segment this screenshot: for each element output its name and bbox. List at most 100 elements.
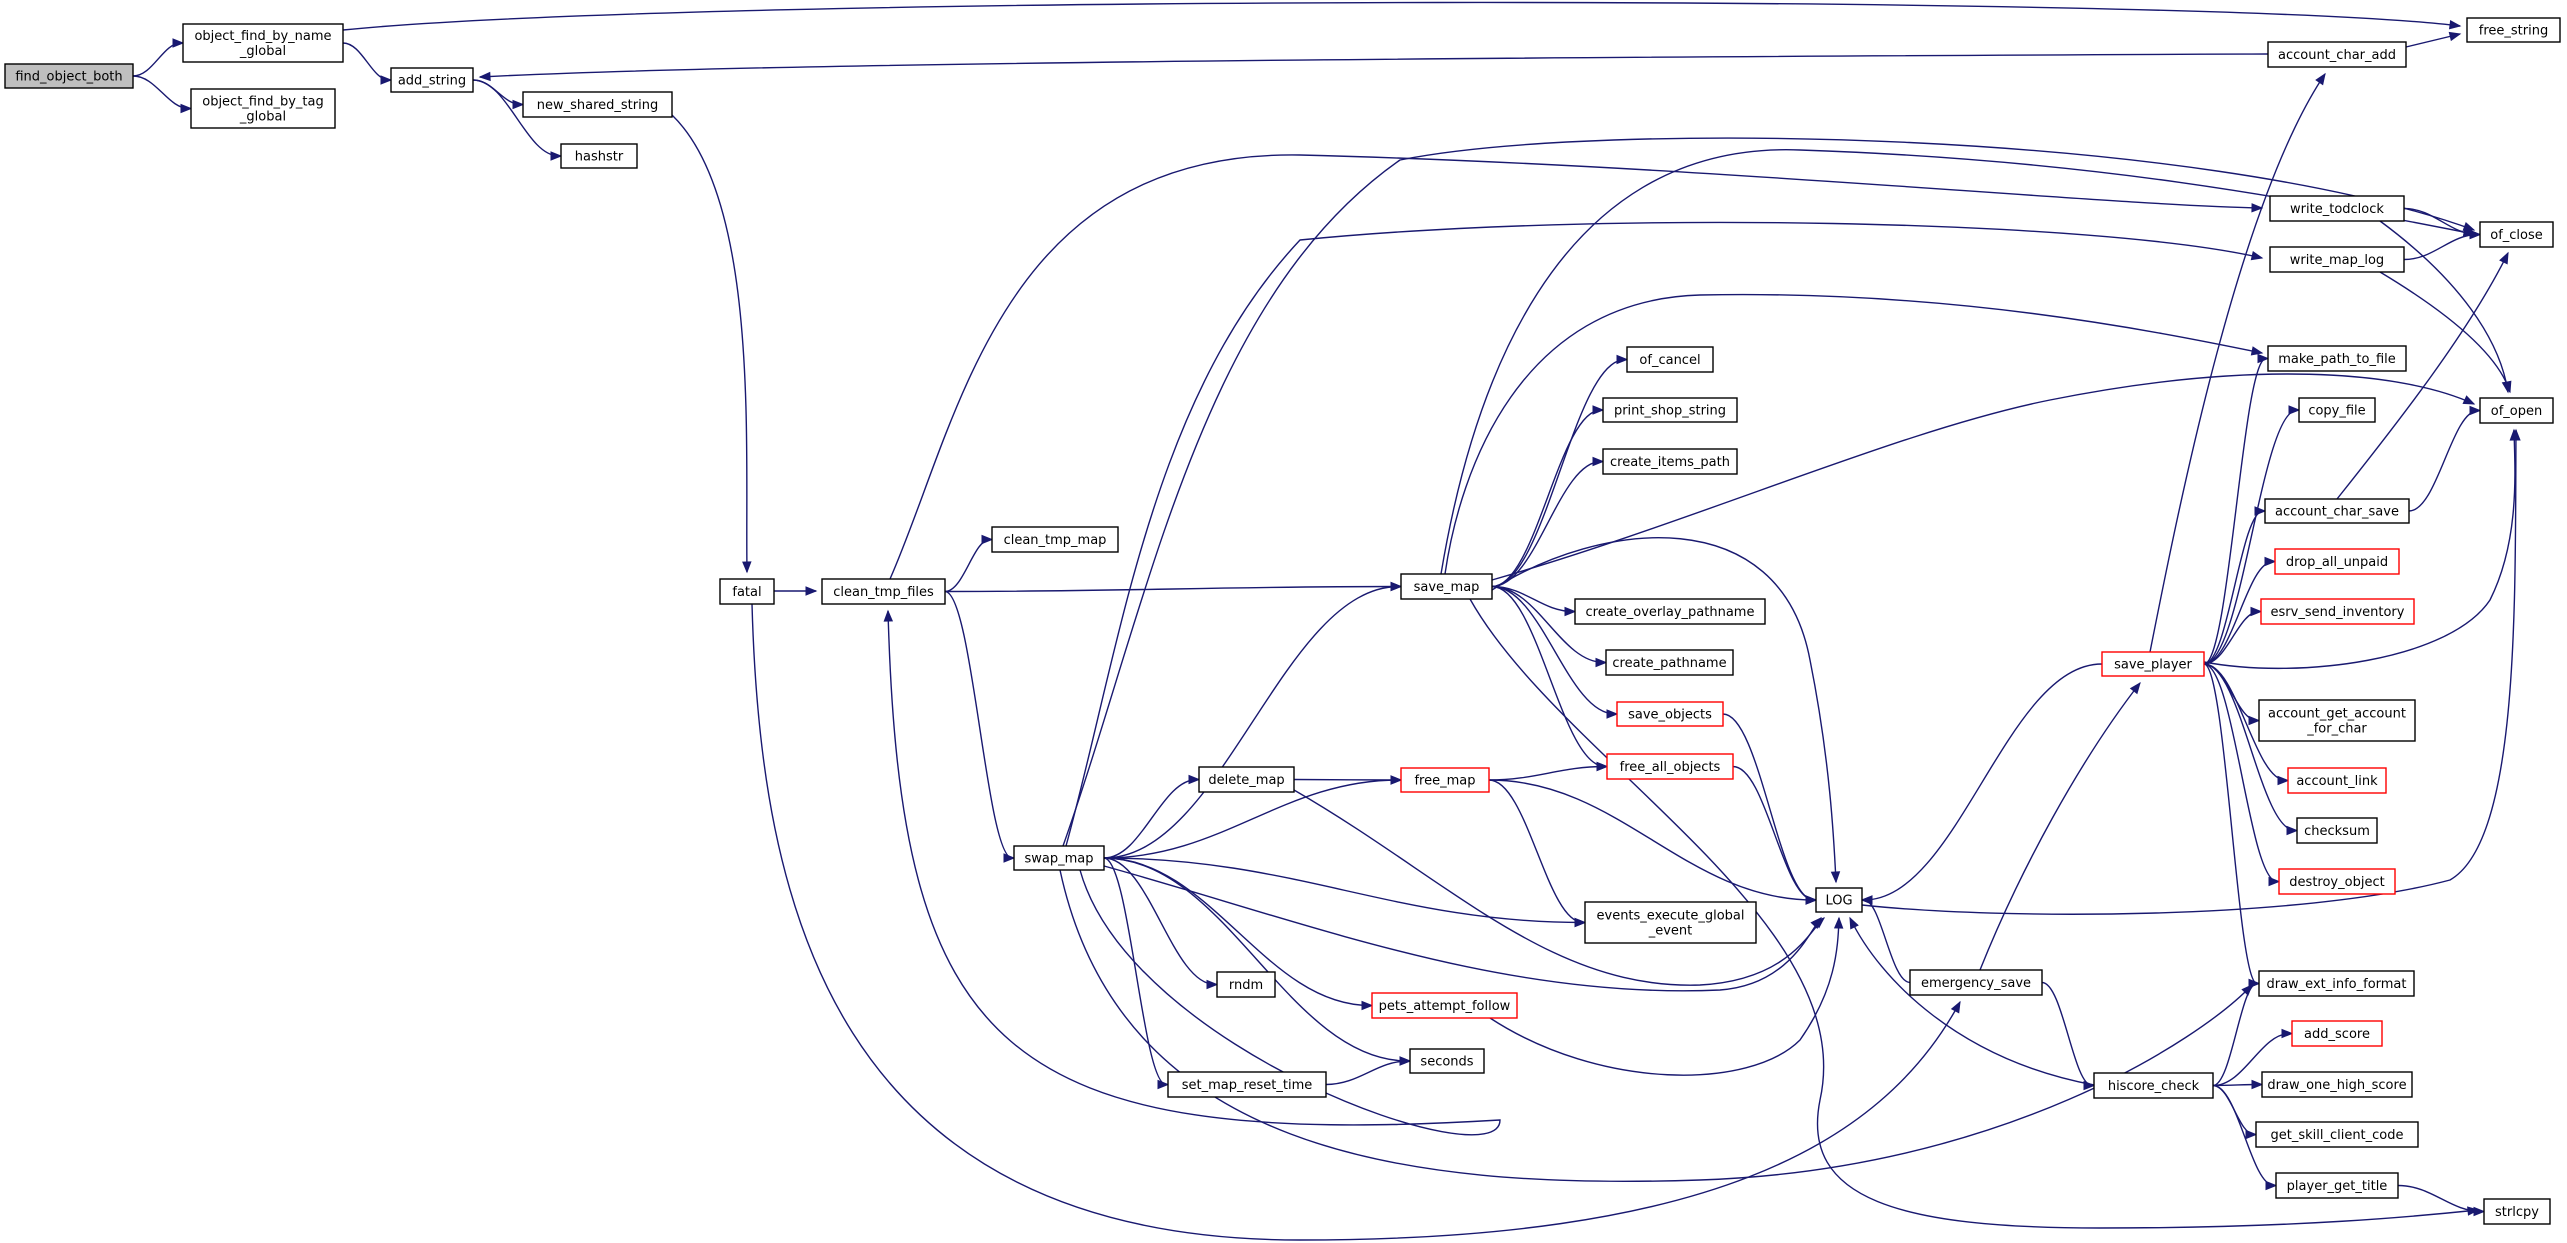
- edge-object_find_by_name_global-to-add_string: [342, 42, 393, 85]
- node-object-find-by-name-global[interactable]: object_find_by_name_global: [182, 23, 344, 63]
- node-box: [2258, 970, 2415, 997]
- edge-save_player-to-destroy_object: [2203, 663, 2281, 887]
- node-box: [1815, 887, 1863, 913]
- edge-save_player-to-LOG: [1860, 663, 2103, 905]
- node-label: object_find_by_tag: [202, 95, 324, 110]
- edge-account_char_save-to-of_open: [2408, 405, 2482, 512]
- edge-swap_map-to-save_map: [1103, 581, 1403, 859]
- edge-hiscore_check-to-player_get_title: [2212, 1084, 2278, 1191]
- node-of-close[interactable]: of_close: [2479, 221, 2554, 248]
- node-find-object-both[interactable]: find_object_both: [4, 63, 134, 89]
- node-LOG[interactable]: LOG: [1815, 887, 1863, 913]
- node-add-string[interactable]: add_string: [390, 67, 474, 93]
- node-create-pathname[interactable]: create_pathname: [1605, 649, 1734, 676]
- edge-save_map-to-of_open: [1491, 373, 2476, 581]
- node-events-execute-global-event[interactable]: events_execute_global_event: [1584, 901, 1757, 944]
- edge-line: [1491, 585, 1616, 715]
- node-label: strlcpy: [2495, 1205, 2539, 1220]
- edge-free_map-to-events_execute_global_event: [1488, 779, 1587, 928]
- node-write-map-log[interactable]: write_map_log: [2269, 246, 2405, 273]
- node-drop-all-unpaid[interactable]: drop_all_unpaid: [2274, 548, 2400, 575]
- node-get-skill-client-code[interactable]: get_skill_client_code: [2255, 1121, 2419, 1148]
- node-free-map[interactable]: free_map: [1400, 767, 1490, 793]
- node-seconds[interactable]: seconds: [1409, 1048, 1485, 1074]
- node-hashstr[interactable]: hashstr: [560, 143, 638, 169]
- edge-arrowhead: [2469, 229, 2482, 240]
- edge-arrowhead: [2245, 1129, 2258, 1140]
- node-save-objects[interactable]: save_objects: [1616, 701, 1724, 727]
- edge-line: [1103, 865, 1822, 992]
- edge-line: [887, 610, 1501, 1136]
- node-account-get-account-for-char[interactable]: account_get_account_for_char: [2258, 699, 2416, 742]
- node-of-open[interactable]: of_open: [2479, 397, 2554, 424]
- node-set-map-reset-time[interactable]: set_map_reset_time: [1167, 1071, 1327, 1098]
- node-box: [2264, 498, 2410, 524]
- node-strlcpy[interactable]: strlcpy: [2483, 1198, 2551, 1225]
- edge-line: [2203, 409, 2298, 665]
- node-free-string[interactable]: free_string: [2466, 17, 2561, 43]
- node-create-items-path[interactable]: create_items_path: [1602, 448, 1738, 475]
- node-draw-ext-info-format[interactable]: draw_ext_info_format: [2258, 970, 2415, 997]
- node-account-char-add[interactable]: account_char_add: [2267, 41, 2407, 68]
- node-destroy-object[interactable]: destroy_object: [2278, 868, 2396, 895]
- node-label: of_cancel: [1639, 353, 1700, 368]
- edge-player_get_title-to-strlcpy: [2397, 1184, 2486, 1217]
- edge-line: [1103, 779, 1400, 859]
- edge-swap_map-to-write_map_log: [1065, 221, 2264, 847]
- node-print-shop-string[interactable]: print_shop_string: [1602, 397, 1738, 423]
- edge-line: [1293, 789, 1825, 986]
- node-write-todclock[interactable]: write_todclock: [2269, 195, 2405, 222]
- edge-free_map-to-free_all_objects: [1488, 761, 1609, 781]
- node-account-link[interactable]: account_link: [2287, 767, 2387, 794]
- node-checksum[interactable]: checksum: [2296, 817, 2378, 844]
- edge-arrowhead: [1361, 1000, 1374, 1011]
- node-of-cancel[interactable]: of_cancel: [1626, 346, 1714, 373]
- node-fatal[interactable]: fatal: [719, 578, 775, 605]
- edge-line: [2203, 510, 2264, 665]
- node-player-get-title[interactable]: player_get_title: [2275, 1172, 2399, 1199]
- node-save-player[interactable]: save_player: [2101, 651, 2205, 677]
- edge-arrowhead: [1592, 456, 1605, 467]
- node-new-shared-string[interactable]: new_shared_string: [522, 91, 673, 118]
- node-label: LOG: [1825, 894, 1852, 909]
- node-label: account_get_account: [2268, 707, 2406, 722]
- node-free-all-objects[interactable]: free_all_objects: [1606, 753, 1734, 780]
- node-delete-map[interactable]: delete_map: [1198, 766, 1295, 793]
- edge-line: [1103, 778, 1198, 859]
- node-make-path-to-file[interactable]: make_path_to_file: [2267, 345, 2407, 372]
- node-box: [1602, 448, 1738, 475]
- edge-new_shared_string-to-fatal: [671, 114, 752, 574]
- node-copy-file[interactable]: copy_file: [2298, 397, 2376, 423]
- node-box: [1909, 969, 2043, 996]
- edge-arrowhead: [1592, 405, 1605, 415]
- node-hiscore-check[interactable]: hiscore_check: [2093, 1072, 2214, 1099]
- node-esrv-send-inventory[interactable]: esrv_send_inventory: [2260, 598, 2415, 625]
- node-account-char-save[interactable]: account_char_save: [2264, 498, 2410, 524]
- node-save-map[interactable]: save_map: [1400, 573, 1493, 600]
- edge-line: [889, 154, 2263, 580]
- node-draw-one-high-score[interactable]: draw_one_high_score: [2261, 1071, 2413, 1098]
- node-clean-tmp-files[interactable]: clean_tmp_files: [821, 578, 946, 605]
- node-label: copy_file: [2308, 404, 2365, 419]
- node-box: [2267, 41, 2407, 68]
- node-swap-map[interactable]: swap_map: [1013, 845, 1105, 871]
- node-box: [1400, 767, 1490, 793]
- node-label: free_string: [2479, 24, 2548, 39]
- node-pets-attempt-follow[interactable]: pets_attempt_follow: [1371, 992, 1518, 1019]
- node-label: fatal: [732, 585, 761, 600]
- node-clean-tmp-map[interactable]: clean_tmp_map: [991, 526, 1119, 553]
- node-create-overlay-pathname[interactable]: create_overlay_pathname: [1574, 598, 1766, 625]
- edge-line: [1491, 409, 1602, 588]
- edge-line: [1059, 869, 2253, 1183]
- node-emergency-save[interactable]: emergency_save: [1909, 969, 2043, 996]
- node-box: [2483, 1198, 2551, 1225]
- node-object-find-by-tag-global[interactable]: object_find_by_tag_global: [190, 88, 336, 129]
- edge-line: [1325, 1060, 1409, 1086]
- edge-arrowhead: [2264, 556, 2277, 567]
- edge-line: [2403, 233, 2479, 261]
- edge-line: [2203, 560, 2274, 665]
- node-add-score[interactable]: add_score: [2291, 1020, 2383, 1047]
- edge-hiscore_check-to-add_score: [2212, 1028, 2294, 1087]
- node-rndm[interactable]: rndm: [1216, 971, 1276, 998]
- edge-line: [1863, 663, 2103, 901]
